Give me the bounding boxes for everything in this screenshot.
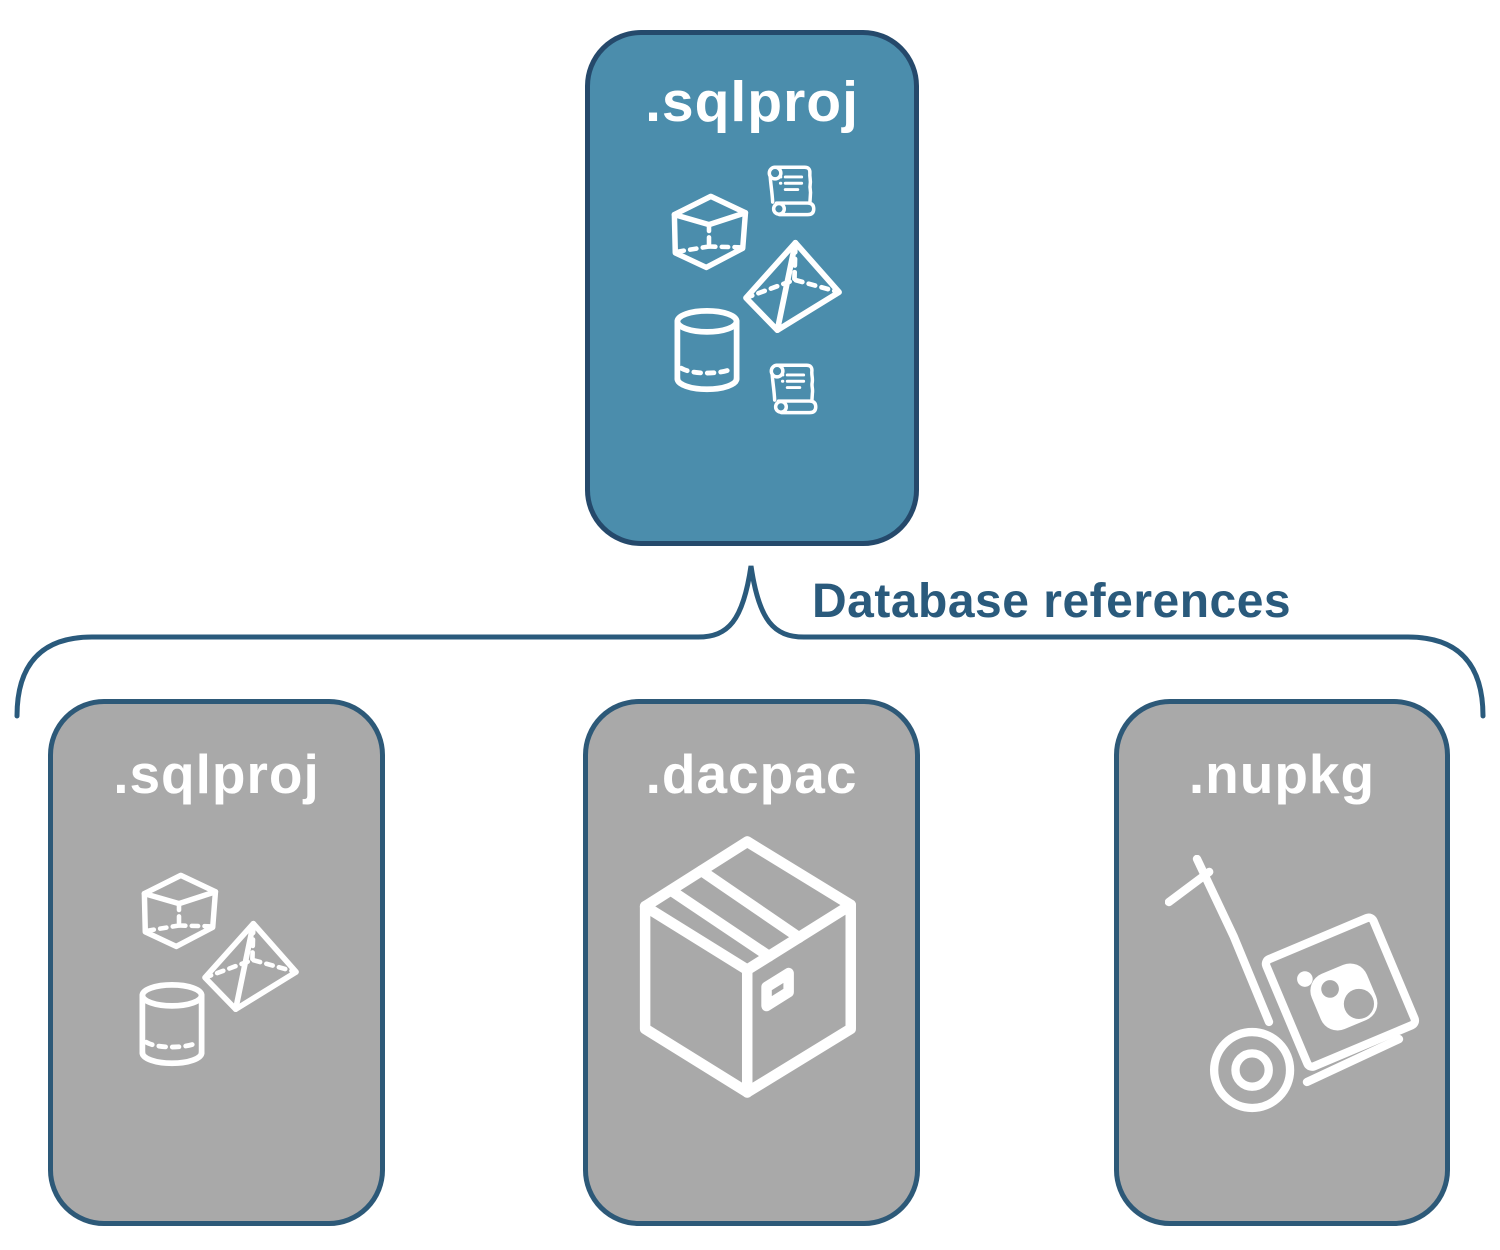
brace-connector-line [14,565,1486,719]
node-dacpac: .dacpac [583,699,920,1226]
node-sqlproj-child: .sqlproj [48,699,385,1226]
connector-label: Database references [812,575,1292,628]
node-title: .nupkg [1188,743,1376,805]
node-sqlproj-root: .sqlproj [585,30,919,546]
node-title: .sqlproj [113,743,320,805]
node-title: .sqlproj [645,70,859,134]
node-nupkg: .nupkg [1114,699,1450,1226]
node-title: .dacpac [645,743,858,805]
brace-connector [14,565,1486,719]
